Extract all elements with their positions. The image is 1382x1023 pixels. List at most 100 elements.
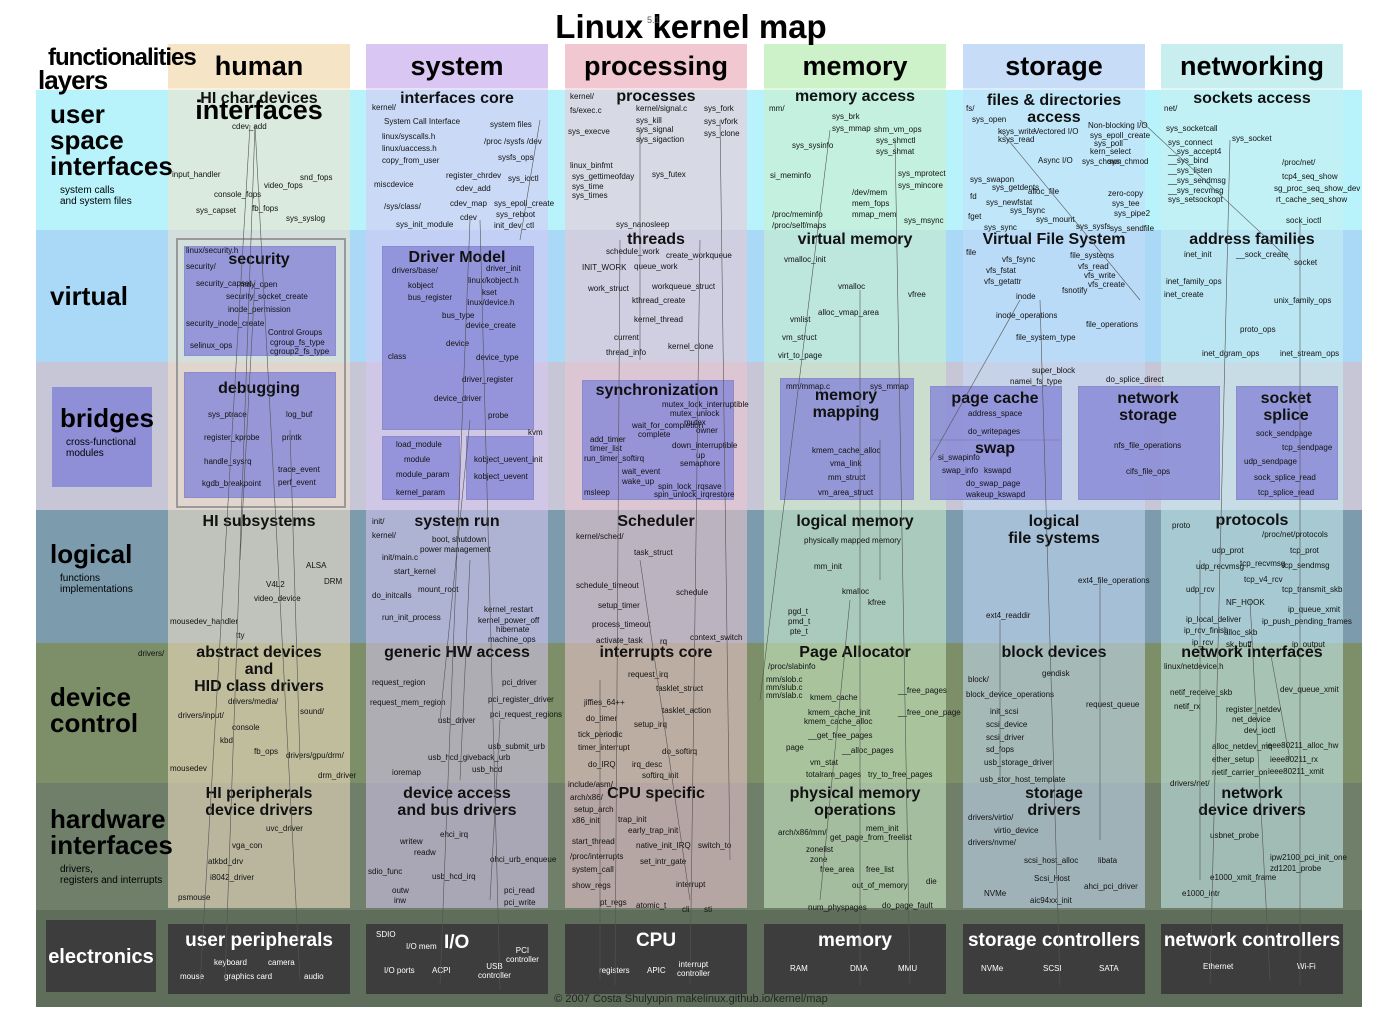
kernel-symbol-label[interactable]: sys_mincore (898, 181, 943, 190)
kernel-symbol-label[interactable]: sys_init_module (396, 220, 454, 229)
kernel-symbol-label[interactable]: /proc/net/protocols (1262, 530, 1328, 539)
kernel-symbol-label[interactable]: netif_carrier_on (1212, 768, 1268, 777)
kernel-symbol-label[interactable]: pci_request_regions (490, 710, 563, 719)
kernel-symbol-label[interactable]: mousedev (170, 764, 207, 773)
kernel-symbol-label[interactable]: pci_driver (502, 678, 537, 687)
kernel-symbol-label[interactable]: kobject_uevent_init (474, 455, 543, 464)
kernel-symbol-label[interactable]: request_region (372, 678, 426, 687)
kernel-symbol-label[interactable]: totalram_pages (806, 770, 862, 779)
kernel-symbol-label[interactable]: kernel_power_off (478, 616, 540, 625)
kernel-symbol-label[interactable]: kbd (220, 736, 233, 745)
kernel-symbol-label[interactable]: file_system_type (1016, 333, 1076, 342)
kernel-symbol-label[interactable]: setup_timer (598, 601, 640, 610)
kernel-symbol-label[interactable]: tty (236, 631, 245, 640)
kernel-symbol-label[interactable]: request_irq (628, 670, 669, 679)
kernel-symbol-label[interactable]: inet_family_ops (1166, 277, 1222, 286)
kernel-symbol-label[interactable]: bus_register (408, 293, 453, 302)
kernel-symbol-label[interactable]: sys_gettimeofday (572, 172, 635, 181)
kernel-symbol-label[interactable]: mutex_unlock (670, 409, 720, 418)
kernel-symbol-label[interactable]: wait_for_completion (632, 421, 704, 430)
kernel-symbol-label[interactable]: schedule_work (606, 247, 660, 256)
kernel-symbol-label[interactable]: down_interruptible (672, 441, 738, 450)
kernel-symbol-label[interactable]: virt_to_page (778, 351, 823, 360)
kernel-symbol-label[interactable]: ip_rcv_finish (1184, 626, 1229, 635)
kernel-symbol-label[interactable]: sys_pipe2 (1114, 209, 1151, 218)
kernel-symbol-label[interactable]: vga_con (232, 841, 263, 850)
kernel-symbol-label[interactable]: vfree (908, 290, 926, 299)
kernel-symbol-label[interactable]: mutex_lock_interruptible (662, 400, 749, 409)
kernel-symbol-label[interactable]: drivers/nvme/ (968, 838, 1017, 847)
kernel-symbol-label[interactable]: /sys/class/ (384, 202, 421, 211)
kernel-symbol-label[interactable]: usbnet_probe (1210, 831, 1259, 840)
kernel-symbol-label[interactable]: si_swapinfo (938, 453, 980, 462)
kernel-symbol-label[interactable]: tcp_prot (1290, 546, 1319, 555)
kernel-symbol-label[interactable]: timer_list (590, 444, 623, 453)
kernel-symbol-label[interactable]: msleep (584, 488, 610, 497)
kernel-symbol-label[interactable]: INIT_WORK (582, 263, 627, 272)
kernel-symbol-label[interactable]: ahci_pci_driver (1084, 882, 1138, 891)
kernel-symbol-label[interactable]: sock_splice_read (1254, 473, 1316, 482)
kernel-symbol-label[interactable]: do_swap_page (966, 479, 1021, 488)
kernel-symbol-label[interactable]: address_space (968, 409, 1023, 418)
kernel-symbol-label[interactable]: pte_t (790, 627, 808, 636)
kernel-symbol-label[interactable]: writew (400, 837, 423, 846)
kernel-symbol-label[interactable]: swap_info (942, 466, 979, 475)
kernel-symbol-label[interactable]: net_device (1232, 715, 1271, 724)
kernel-symbol-label[interactable]: mm/slob.c (766, 675, 803, 684)
kernel-symbol-label[interactable]: /proc/slabinfo (768, 662, 816, 671)
kernel-symbol-label[interactable]: tcp4_seq_show (1282, 172, 1338, 181)
kernel-symbol-label[interactable]: sys_socketcall (1166, 124, 1218, 133)
kernel-symbol-label[interactable]: inet_init (1184, 250, 1212, 259)
kernel-symbol-label[interactable]: security_capset (196, 279, 252, 288)
kernel-symbol-label[interactable]: run_init_process (382, 613, 441, 622)
kernel-symbol-label[interactable]: jiffies_64++ (584, 698, 625, 707)
kernel-symbol-label[interactable]: may_open (240, 280, 278, 289)
kernel-symbol-label[interactable]: mem_init (866, 824, 899, 833)
kernel-symbol-label[interactable]: tcp_sendpage (1282, 443, 1333, 452)
kernel-symbol-label[interactable]: /dev/mem (852, 188, 888, 197)
kernel-symbol-label[interactable]: inw (394, 896, 407, 905)
kernel-symbol-label[interactable]: udp_prot (1212, 546, 1244, 555)
kernel-symbol-label[interactable]: dev_ioctl (1244, 726, 1276, 735)
kernel-symbol-label[interactable]: file (966, 248, 977, 257)
kernel-symbol-label[interactable]: __sys_bind (1168, 156, 1209, 165)
kernel-symbol-label[interactable]: sys_sigaction (636, 135, 685, 144)
kernel-symbol-label[interactable]: ip_local_deliver (1186, 615, 1242, 624)
kernel-symbol-label[interactable]: out_of_memory (852, 881, 908, 890)
kernel-symbol-label[interactable]: sys_mmap (870, 382, 909, 391)
kernel-symbol-label[interactable]: complete (638, 430, 671, 439)
kernel-symbol-label[interactable]: proto_ops (1240, 325, 1276, 334)
kernel-symbol-label[interactable]: block_device_operations (966, 690, 1055, 699)
kernel-symbol-label[interactable]: sys_futex (652, 170, 686, 179)
kernel-symbol-label[interactable]: drivers/gpu/drm/ (286, 751, 344, 760)
kernel-symbol-label[interactable]: mm_struct (828, 473, 866, 482)
kernel-symbol-label[interactable]: pci_read (504, 886, 535, 895)
kernel-symbol-label[interactable]: do_splice_direct (1106, 375, 1164, 384)
kernel-symbol-label[interactable]: Vectored I/O (1034, 127, 1079, 136)
kernel-symbol-label[interactable]: block/ (968, 675, 989, 684)
kernel-symbol-label[interactable]: linux/netdevice.h (1164, 662, 1224, 671)
kernel-symbol-label[interactable]: vmalloc_init (784, 255, 826, 264)
kernel-symbol-label[interactable]: __free_pages (898, 686, 947, 695)
kernel-symbol-label[interactable]: i8042_driver (210, 873, 255, 882)
kernel-symbol-label[interactable]: mem_fops (852, 199, 890, 208)
kernel-symbol-label[interactable]: kmem_cache (810, 693, 858, 702)
kernel-symbol-label[interactable]: drivers/net/ (1170, 779, 1210, 788)
kernel-symbol-label[interactable]: kmem_cache_alloc (812, 446, 881, 455)
kernel-symbol-label[interactable]: system_call (572, 865, 614, 874)
kernel-symbol-label[interactable]: mm/slab.c (766, 691, 803, 700)
kernel-symbol-label[interactable]: console_fops (214, 190, 262, 199)
kernel-symbol-label[interactable]: alloc_skb (1224, 628, 1258, 637)
kernel-symbol-label[interactable]: kernel_param (396, 488, 445, 497)
kernel-symbol-label[interactable]: usb_stor_host_template (980, 775, 1066, 784)
kernel-symbol-label[interactable]: security_socket_create (226, 292, 308, 301)
kernel-symbol-label[interactable]: kmem_cache_alloc (804, 717, 873, 726)
kernel-symbol-label[interactable]: DRM (324, 577, 343, 586)
kernel-symbol-label[interactable]: scsi_host_alloc (1024, 856, 1079, 865)
kernel-symbol-label[interactable]: fs/exec.c (570, 106, 602, 115)
kernel-symbol-label[interactable]: inode (1016, 292, 1036, 301)
kernel-symbol-label[interactable]: vfs_fsync (1002, 255, 1036, 264)
kernel-symbol-label[interactable]: kmalloc (842, 587, 870, 596)
kernel-symbol-label[interactable]: setup_irq (634, 720, 667, 729)
kernel-symbol-label[interactable]: inode_permission (228, 305, 291, 314)
